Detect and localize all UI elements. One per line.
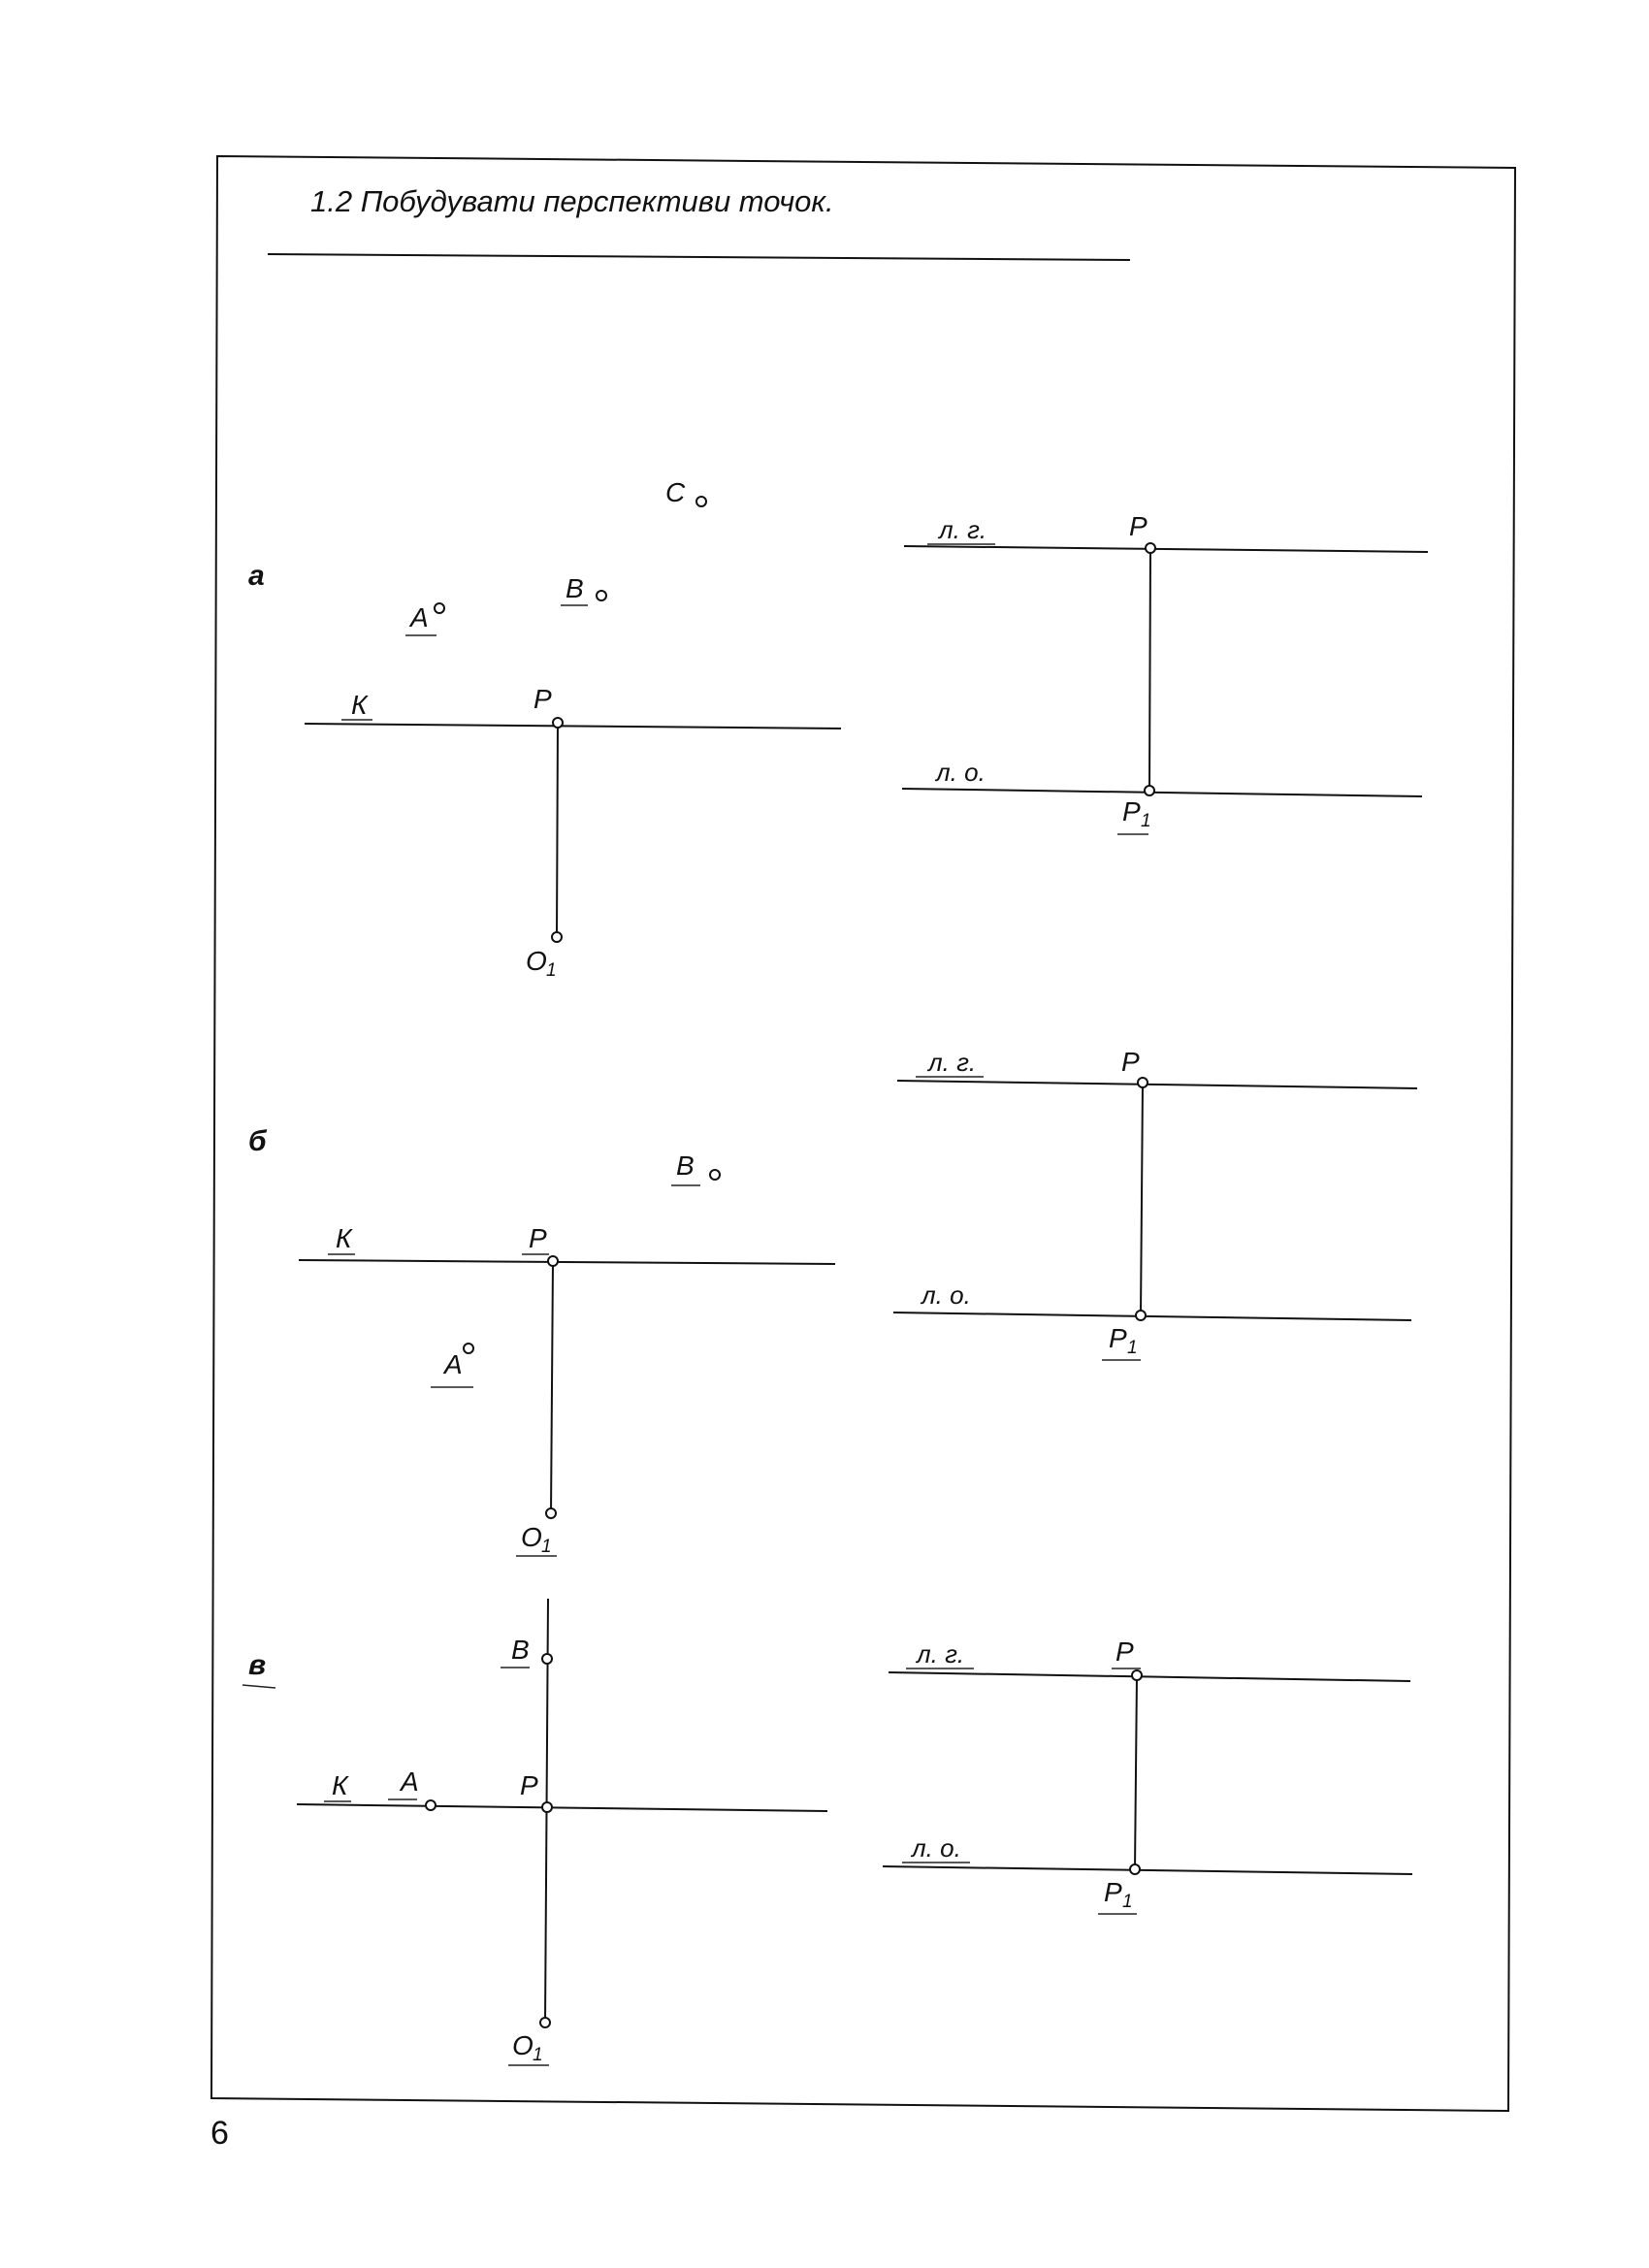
- point-a: [425, 1799, 436, 1811]
- label-p1: P 1: [1104, 1877, 1133, 1912]
- point-p: [1131, 1669, 1143, 1681]
- point-p: [547, 1255, 559, 1267]
- label-point-b: B: [566, 573, 584, 603]
- label-horizon: л. г.: [937, 515, 986, 544]
- point-o1: [545, 1507, 557, 1519]
- point-p: [552, 717, 564, 729]
- task-title: 1.2 Побудувати перспективи точок.: [310, 184, 834, 218]
- title-rule: [267, 253, 1131, 261]
- section-b-left-drawing: К P O 1 A B: [298, 1150, 836, 1557]
- label-point-b: B: [676, 1150, 695, 1181]
- label-o1: O 1: [526, 946, 557, 981]
- perpendicular: [1134, 1674, 1138, 1870]
- point-a: [463, 1343, 474, 1354]
- label-point-a: A: [408, 602, 429, 632]
- label-k: К: [336, 1223, 353, 1253]
- section-mark-a: а: [248, 560, 265, 592]
- picture-plane-trace: [304, 723, 842, 729]
- ground-line: [892, 1312, 1412, 1321]
- ground-line: [901, 788, 1423, 797]
- point-c: [695, 496, 707, 507]
- section-mark-b: б: [248, 1125, 268, 1157]
- principal-ray: [556, 722, 559, 938]
- label-p1: P 1: [1122, 796, 1151, 831]
- label-o1-text: O: [521, 1522, 542, 1552]
- point-p1: [1135, 1310, 1147, 1321]
- label-p: P: [534, 684, 552, 714]
- label-o1-subscript: 1: [541, 1537, 552, 1557]
- horizon-line: [896, 1080, 1418, 1089]
- label-o1: O 1: [512, 2030, 543, 2065]
- label-ground: л. о.: [920, 1280, 971, 1310]
- point-p1: [1144, 785, 1155, 796]
- label-o1-text: O: [512, 2030, 534, 2060]
- label-ground: л. о.: [934, 758, 986, 787]
- horizon-line: [888, 1671, 1411, 1682]
- label-o1-text: O: [526, 946, 547, 976]
- point-p: [541, 1801, 553, 1813]
- label-o1: O 1: [521, 1522, 552, 1557]
- ground-line: [882, 1865, 1413, 1875]
- label-p1-subscript: 1: [1141, 811, 1151, 831]
- page-number: 6: [210, 2115, 229, 2152]
- label-p1-subscript: 1: [1127, 1338, 1138, 1358]
- point-p: [1145, 542, 1156, 554]
- label-p1-text: P: [1122, 796, 1141, 826]
- label-p: P: [529, 1223, 547, 1253]
- point-b: [541, 1653, 553, 1665]
- section-mark-v: в: [248, 1649, 266, 1681]
- label-point-a: A: [442, 1349, 463, 1379]
- point-b: [709, 1169, 721, 1181]
- label-horizon: л. г.: [926, 1048, 976, 1077]
- label-k: К: [351, 690, 369, 720]
- point-b: [596, 590, 607, 601]
- point-p: [1137, 1077, 1148, 1088]
- label-ground: л. о.: [910, 1833, 961, 1863]
- page-frame: [210, 154, 1517, 2113]
- point-p1: [1129, 1863, 1141, 1875]
- section-a-right-drawing: л. г. л. о. P P 1: [901, 511, 1429, 835]
- perpendicular: [1148, 547, 1151, 792]
- section-v-right-drawing: л. г. л. о. P P 1: [882, 1636, 1413, 1915]
- label-point-c: C: [665, 477, 686, 507]
- label-p1-subscript: 1: [1122, 1892, 1133, 1912]
- horizon-line: [903, 545, 1429, 553]
- picture-plane-trace: [296, 1803, 828, 1812]
- section-a: а К P O 1 A B C: [248, 477, 1429, 981]
- underline: [242, 1684, 276, 1689]
- section-v: в К A P B O 1: [242, 1598, 1413, 2066]
- label-p1-text: P: [1104, 1877, 1122, 1907]
- section-v-left-drawing: К A P B O 1: [296, 1598, 828, 2066]
- label-p1-text: P: [1109, 1323, 1127, 1353]
- label-k: К: [332, 1770, 349, 1800]
- point-o1: [551, 931, 563, 943]
- picture-plane-trace: [298, 1259, 836, 1265]
- label-p: P: [1129, 511, 1148, 541]
- label-p: P: [520, 1770, 538, 1800]
- label-point-b: B: [511, 1635, 530, 1665]
- label-point-a: A: [399, 1766, 419, 1797]
- label-o1-subscript: 1: [533, 2045, 543, 2065]
- point-a: [434, 602, 445, 614]
- section-b-right-drawing: л. г. л. о. P P 1: [892, 1047, 1418, 1361]
- section-a-left-drawing: К P O 1 A B C: [304, 477, 842, 981]
- principal-ray: [550, 1260, 554, 1514]
- label-p: P: [1116, 1636, 1134, 1667]
- section-b: б К P O 1 A B: [248, 1047, 1418, 1557]
- point-o1: [539, 2017, 551, 2028]
- label-horizon: л. г.: [915, 1639, 964, 1669]
- label-o1-subscript: 1: [546, 960, 557, 981]
- perpendicular: [1140, 1082, 1144, 1316]
- label-p: P: [1121, 1047, 1140, 1077]
- label-p1: P 1: [1109, 1323, 1138, 1358]
